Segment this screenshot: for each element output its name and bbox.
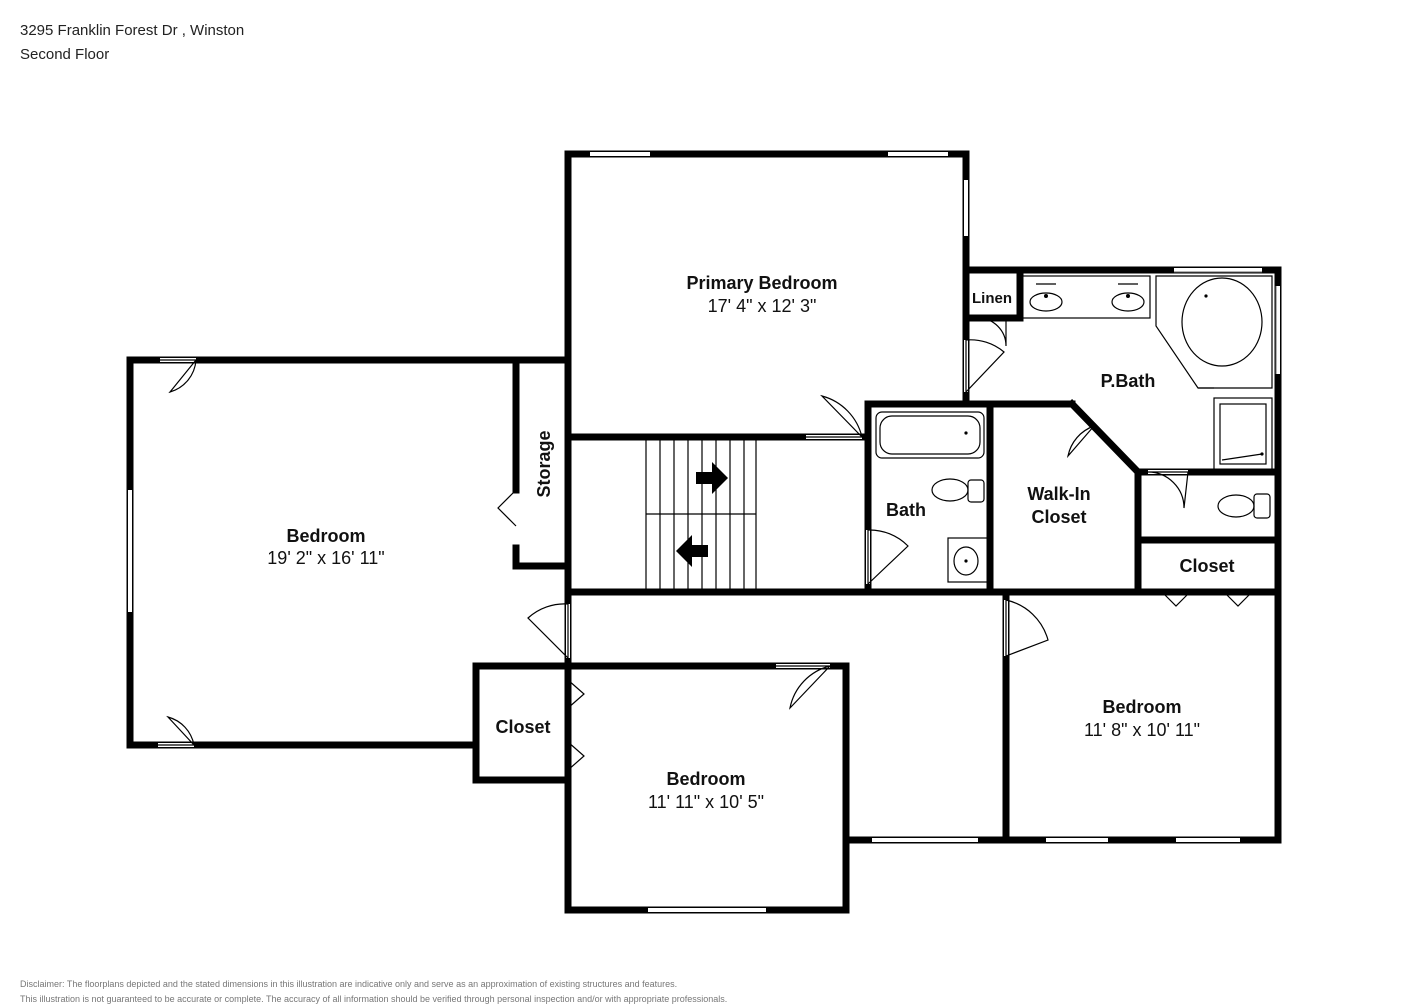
room-name: Bedroom bbox=[286, 526, 365, 546]
room-name: Primary Bedroom bbox=[686, 273, 837, 293]
windows bbox=[128, 152, 1280, 912]
stair-arrow-up-icon bbox=[696, 462, 728, 494]
floor-label: Second Floor bbox=[20, 46, 110, 63]
soaking-tub-icon bbox=[1155, 275, 1273, 389]
room-storage: Storage bbox=[534, 430, 554, 497]
room-name: Closet bbox=[1179, 556, 1234, 576]
room-name-line2: Closet bbox=[1031, 507, 1086, 527]
room-dimensions: 19' 2" x 16' 11" bbox=[267, 548, 384, 568]
room-pbath: P.Bath bbox=[1101, 371, 1156, 391]
room-name: P.Bath bbox=[1101, 371, 1156, 391]
room-name: Closet bbox=[495, 717, 550, 737]
room-closet-right: Closet bbox=[1179, 556, 1234, 576]
room-name: Storage bbox=[534, 430, 554, 497]
room-dimensions: 11' 8" x 10' 11" bbox=[1084, 720, 1200, 740]
property-address: 3295 Franklin Forest Dr , Winston bbox=[20, 22, 245, 39]
room-dimensions: 17' 4" x 12' 3" bbox=[708, 296, 817, 316]
staircase bbox=[645, 436, 757, 592]
room-closet-left: Closet bbox=[495, 717, 550, 737]
room-name: Linen bbox=[972, 290, 1012, 307]
room-name: Bedroom bbox=[666, 769, 745, 789]
room-linen: Linen bbox=[972, 290, 1012, 307]
room-bedroom-right: Bedroom 11' 8" x 10' 11" bbox=[1084, 697, 1200, 740]
shower-icon bbox=[1198, 387, 1273, 471]
room-bedroom-bottom: Bedroom 11' 11" x 10' 5" bbox=[648, 769, 764, 812]
room-name: Bath bbox=[886, 500, 926, 520]
bathtub-icon bbox=[875, 411, 985, 459]
disclaimer-line-2: This illustration is not guaranteed to b… bbox=[20, 994, 728, 1004]
room-name: Bedroom bbox=[1102, 697, 1181, 717]
room-primary-bedroom: Primary Bedroom 17' 4" x 12' 3" bbox=[686, 273, 837, 316]
room-dimensions: 11' 11" x 10' 5" bbox=[648, 792, 764, 812]
room-name-line1: Walk-In bbox=[1027, 484, 1090, 504]
room-walkin-closet: Walk-In Closet bbox=[1027, 484, 1090, 527]
wc-toilet-icon bbox=[1217, 493, 1271, 519]
disclaimer-line-1: Disclaimer: The floorplans depicted and … bbox=[20, 979, 678, 989]
room-bedroom-left: Bedroom 19' 2" x 16' 11" bbox=[267, 526, 384, 568]
bath-sink-icon bbox=[947, 537, 989, 583]
toilet-icon bbox=[931, 478, 985, 503]
double-vanity-icon bbox=[1019, 275, 1151, 319]
room-bath: Bath bbox=[886, 500, 926, 520]
stair-arrow-down-icon bbox=[676, 535, 708, 567]
doors bbox=[158, 317, 1253, 771]
